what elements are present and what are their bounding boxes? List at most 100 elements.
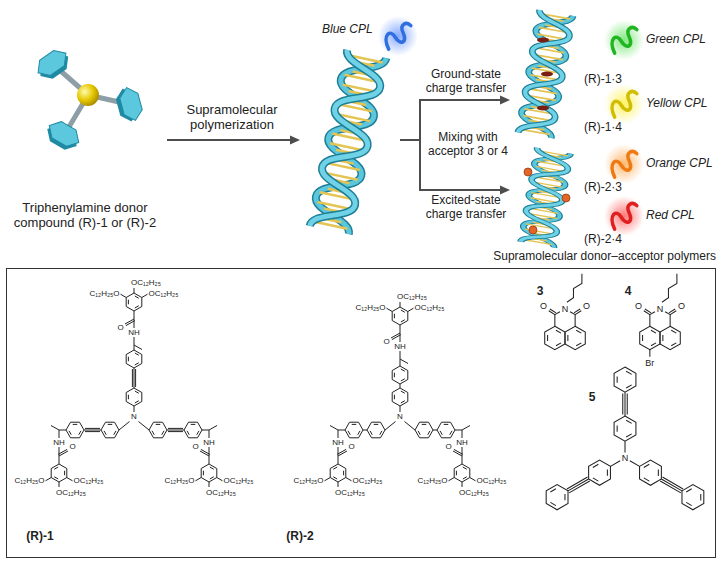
atom-label: OC₁₂H₂₅: [74, 476, 104, 485]
acceptor-stack: [537, 38, 553, 111]
compound-number: (R)-1: [26, 530, 53, 544]
arrow-head: [500, 96, 510, 105]
icon-plate: [114, 85, 145, 124]
product-helix: [521, 148, 571, 248]
atom-label: NH: [456, 438, 468, 447]
atom-label: O: [540, 301, 547, 311]
benzene-ring: [565, 326, 585, 349]
atom-label: OC₁₂H₂₅: [56, 488, 86, 497]
cpl-coil: [382, 22, 416, 49]
compound-number: 5: [589, 391, 596, 405]
bond: [567, 392, 683, 493]
compound-number: 3: [537, 285, 544, 299]
benzene-ring: [126, 350, 142, 368]
atom-label: OC₁₂H₂₅: [131, 278, 161, 287]
benzene-ring: [545, 326, 565, 349]
atom-label: O: [635, 301, 642, 311]
benzene-ring: [583, 457, 616, 489]
atom-label: OC₁₂H₂₅: [149, 289, 179, 298]
complex-label: (R)-1·3: [584, 73, 622, 87]
gallamide-unit: [387, 302, 414, 364]
atom-label: C₁₂H₂₅O: [356, 303, 386, 312]
gallamide-unit: [196, 426, 223, 488]
bond: [549, 274, 582, 327]
arrow-head: [290, 136, 300, 145]
cpl-glow: [604, 196, 644, 236]
plate-face: [45, 117, 84, 150]
complex-label: (R)-1·4: [584, 121, 622, 135]
product-illustration: Orange CPL(R)-2·3Red CPL(R)-2·4: [510, 146, 718, 250]
atom-label: OC₁₂H₂₅: [397, 292, 427, 301]
cpl-coil: [608, 26, 642, 53]
benzene-ring: [149, 422, 167, 438]
atom-label: C₁₂H₂₅O: [90, 289, 120, 298]
atom-label: NH: [128, 328, 140, 337]
atom-label: NH: [203, 438, 215, 447]
plate-face: [33, 46, 72, 81]
atom-label: O: [583, 301, 590, 311]
nitrogen-sphere: [77, 84, 99, 106]
arrow-line: [167, 139, 291, 141]
compound-number: (R)-2: [286, 530, 313, 544]
benzene-ring: [66, 422, 84, 438]
acceptor: [541, 72, 553, 77]
benzene-ring: [126, 388, 142, 406]
cpl-coil: [608, 90, 642, 117]
acceptor: [524, 168, 532, 176]
bond: [338, 359, 462, 430]
product-helix: [518, 10, 573, 138]
gallamide-unit: [121, 288, 148, 350]
acceptor: [537, 38, 549, 43]
atom-label: C₁₂H₂₅O: [418, 476, 448, 485]
atom-label: O: [348, 442, 354, 451]
atom-label: O: [383, 337, 389, 346]
atom-label: NH: [53, 438, 65, 447]
edge-label: Excited-state charge transfer: [422, 194, 510, 222]
atom-label: Br: [645, 358, 654, 368]
atom-label: OC₁₂H₂₅: [415, 303, 445, 312]
benzene-ring: [660, 326, 680, 349]
acceptor: [562, 194, 570, 202]
benzene-ring: [392, 388, 408, 406]
atom-label: O: [117, 323, 123, 332]
cpl-coil: [608, 202, 642, 229]
gallamide-unit: [325, 426, 352, 488]
atom-label: OC₁₂H₂₅: [224, 476, 254, 485]
bond: [644, 274, 677, 357]
benzene-ring: [614, 416, 636, 441]
helix-illustration: Blue CPL: [300, 18, 400, 240]
benzene-ring: [677, 481, 710, 513]
product-illustration: Green CPL(R)-1·3Yellow CPL(R)-1·4: [510, 8, 718, 138]
benzene-ring: [640, 326, 660, 349]
structure-5: [541, 367, 710, 513]
benzene-ring: [415, 422, 433, 438]
cpl-glow: [378, 16, 418, 56]
atom-label: C₁₂H₂₅O: [294, 476, 324, 485]
gallamide-unit: [449, 426, 476, 488]
acceptor: [529, 226, 537, 234]
cpl-label: Green CPL: [646, 33, 706, 47]
benzene-ring: [367, 422, 385, 438]
caption-note: Supramolecular donor–acceptor polymers: [493, 250, 716, 264]
atom-label: O: [445, 442, 451, 451]
donor-illustration: Triphenylamine donor compound (R)-1 or (…: [5, 25, 167, 240]
atom-label: N: [657, 304, 664, 314]
benzene-ring: [541, 481, 574, 513]
atom-label: OC₁₂H₂₅: [335, 488, 365, 497]
atom-label: O: [678, 301, 685, 311]
structure-r1: [46, 288, 223, 487]
blue-helix: [310, 50, 387, 234]
atom-label: OC₁₂H₂₅: [477, 476, 507, 485]
benzene-ring: [184, 422, 202, 438]
benzene-ring: [634, 457, 667, 489]
cpl-glow: [604, 20, 644, 60]
icon-plate: [33, 46, 74, 84]
icon-plate: [43, 117, 84, 154]
complex-label: (R)-2·3: [584, 181, 622, 195]
edge-label: Supramolecular polymerization: [167, 103, 297, 133]
atom-label: N: [131, 412, 137, 421]
atom-label: N: [562, 304, 569, 314]
atom-label: O: [192, 442, 198, 451]
flow-arrow: [167, 136, 300, 145]
